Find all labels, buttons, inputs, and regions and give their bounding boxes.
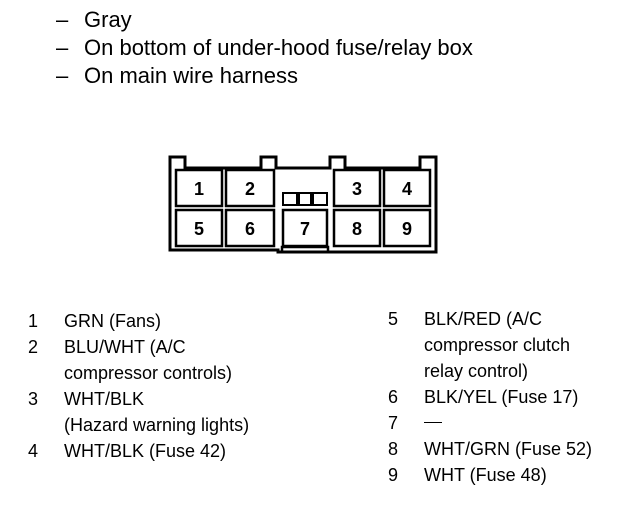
key-block bbox=[282, 192, 298, 206]
connector-description: –Gray –On bottom of under-hood fuse/rela… bbox=[56, 6, 473, 90]
legend-entry: 2 BLU/WHT (A/C compressor controls) bbox=[28, 334, 249, 386]
legend-wire-description: BLK/YEL (Fuse 17) bbox=[424, 387, 579, 407]
legend-entry: 4 WHT/BLK (Fuse 42) bbox=[28, 438, 249, 464]
legend-entry: 5 BLK/RED (A/C compressor clutch relay c… bbox=[388, 306, 592, 384]
legend-pin-number: 7 bbox=[388, 413, 399, 433]
pin-cell-6 bbox=[224, 208, 276, 248]
legend-wire-description: GRN (Fans) bbox=[64, 311, 162, 331]
pin-cell-5 bbox=[174, 208, 224, 248]
pin-cell-4 bbox=[382, 168, 432, 208]
connector-housing bbox=[168, 155, 438, 254]
pin-number: 9 bbox=[402, 219, 412, 239]
pin-number: 5 bbox=[194, 219, 204, 239]
pin-number: 6 bbox=[245, 219, 255, 239]
description-text: Gray bbox=[84, 7, 132, 32]
description-text: On main wire harness bbox=[84, 63, 298, 88]
pin-cell-3 bbox=[332, 168, 382, 208]
key-block bbox=[298, 192, 312, 206]
pin-cell-7 bbox=[281, 208, 329, 248]
pin-legend-left: 1 GRN (Fans) 2 BLU/WHT (A/C compressor c… bbox=[28, 308, 249, 464]
description-line: –Gray bbox=[56, 6, 473, 34]
pin-number: 3 bbox=[352, 179, 362, 199]
legend-pin-number: 4 bbox=[28, 441, 39, 461]
legend-pin-number: 9 bbox=[388, 465, 399, 485]
legend-entry: 3 WHT/BLK (Hazard warning lights) bbox=[28, 386, 249, 438]
pin-number: 8 bbox=[352, 219, 362, 239]
pin-cell-9 bbox=[382, 208, 432, 248]
description-text: On bottom of under-hood fuse/relay box bbox=[84, 35, 473, 60]
unused-pin-mark bbox=[424, 422, 442, 423]
connector-diagram: 1 2 3 4 5 6 7 8 9 bbox=[168, 155, 438, 254]
legend-pin-number: 2 bbox=[28, 337, 39, 357]
legend-entry: 9 WHT (Fuse 48) bbox=[388, 462, 592, 488]
dash-glyph: – bbox=[56, 35, 69, 60]
pin-number: 2 bbox=[245, 179, 255, 199]
dash-glyph: – bbox=[56, 7, 69, 32]
legend-entry: 1 GRN (Fans) bbox=[28, 308, 249, 334]
legend-pin-number: 5 bbox=[388, 309, 399, 329]
pin-cell-8 bbox=[332, 208, 382, 248]
description-line: –On bottom of under-hood fuse/relay box bbox=[56, 34, 473, 62]
legend-wire-description: WHT (Fuse 48) bbox=[424, 465, 547, 485]
pin-cell-1 bbox=[174, 168, 224, 208]
dash-glyph: – bbox=[56, 63, 69, 88]
legend-wire-description: BLU/WHT (A/C compressor controls) bbox=[64, 337, 233, 383]
legend-wire-description: BLK/RED (A/C compressor clutch relay con… bbox=[424, 309, 571, 381]
pin-number: 4 bbox=[402, 179, 412, 199]
pin-number: 1 bbox=[194, 179, 204, 199]
legend-entry: 6 BLK/YEL (Fuse 17) bbox=[388, 384, 592, 410]
description-line: –On main wire harness bbox=[56, 62, 473, 90]
legend-entry: 7 bbox=[388, 410, 592, 436]
legend-wire-description: WHT/GRN (Fuse 52) bbox=[424, 439, 593, 459]
legend-wire-description: WHT/BLK (Hazard warning lights) bbox=[64, 389, 250, 435]
pin-cell-2 bbox=[224, 168, 276, 208]
pin-legend-right: 5 BLK/RED (A/C compressor clutch relay c… bbox=[388, 306, 592, 488]
key-block bbox=[312, 192, 328, 206]
legend-pin-number: 6 bbox=[388, 387, 399, 407]
legend-pin-number: 3 bbox=[28, 389, 39, 409]
legend-wire-description: WHT/BLK (Fuse 42) bbox=[64, 441, 227, 461]
legend-pin-number: 1 bbox=[28, 311, 39, 331]
legend-entry: 8 WHT/GRN (Fuse 52) bbox=[388, 436, 592, 462]
pin-number: 7 bbox=[300, 219, 310, 239]
legend-pin-number: 8 bbox=[388, 439, 399, 459]
